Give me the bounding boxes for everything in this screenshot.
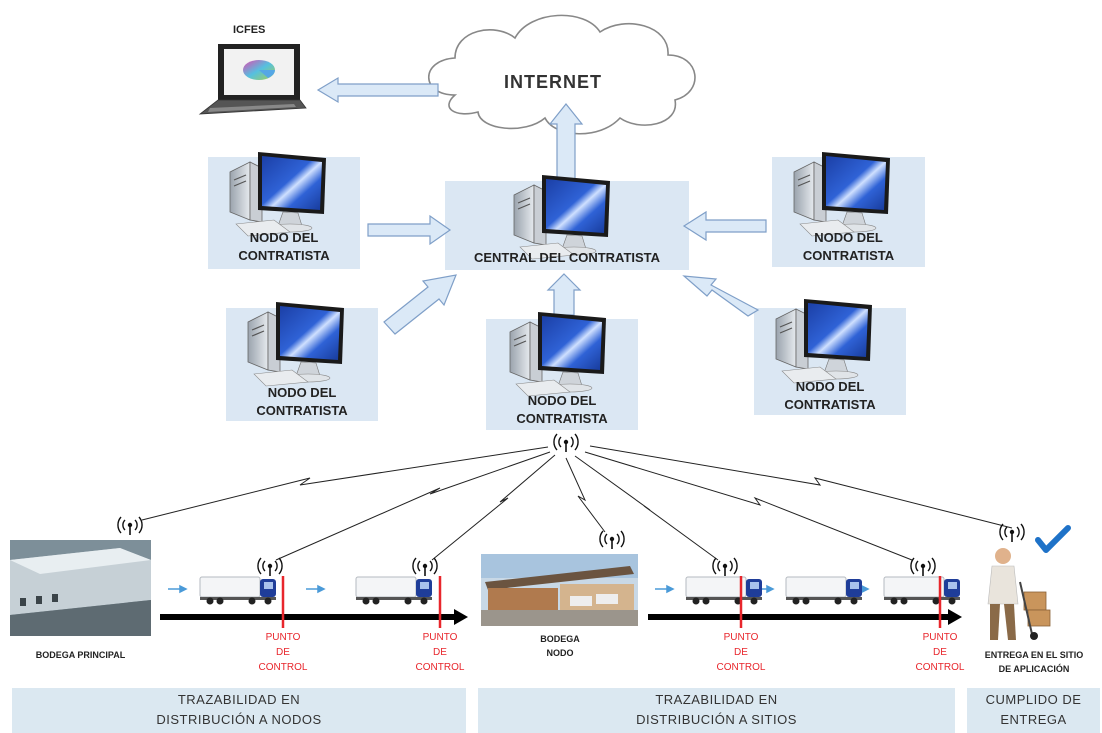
internet-label: INTERNET (504, 72, 602, 92)
timeline-bar-nodos (160, 609, 468, 625)
computer-icon (509, 311, 607, 397)
antenna-icon (712, 557, 738, 577)
computer-icon (247, 301, 345, 387)
node-label-bottom-right: NODO DEL CONTRATISTA (784, 379, 876, 412)
node-label-top-right: NODO DEL CONTRATISTA (802, 230, 895, 263)
antenna-icon (910, 557, 936, 577)
control-point-label: PUNTO DE CONTROL (415, 632, 465, 673)
truck-icon (785, 576, 863, 605)
truck-icon (883, 576, 961, 605)
control-point-label: PUNTO DE CONTROL (258, 632, 308, 673)
antenna-icon (599, 530, 625, 550)
antenna-icon (553, 433, 579, 453)
arrow-node-bc-to-central (546, 273, 582, 316)
computer-icon (775, 298, 873, 384)
band-cumplido-entrega: CUMPLIDO DE ENTREGA (967, 688, 1100, 733)
control-point-label: PUNTO DE CONTROL (716, 632, 766, 673)
arrow-node-tr-to-central (682, 210, 767, 242)
computer-icon (793, 151, 891, 237)
wireless-links (141, 445, 1013, 561)
computer-icon (513, 174, 611, 260)
node-label-bottom-center: NODO DEL CONTRATISTA (516, 393, 608, 426)
laptop-icon (198, 44, 307, 115)
bodega-nodo-label: BODEGA NODO (540, 634, 580, 658)
arrow-node-bl-to-central (383, 274, 457, 335)
timeline-bar-sitios (648, 609, 962, 625)
computer-icon (229, 151, 327, 237)
antenna-icon (117, 516, 143, 536)
arrow-node-tl-to-central (367, 214, 452, 246)
checkmark-icon (1035, 525, 1071, 553)
warehouse-nodo-icon (481, 554, 638, 626)
antenna-icon (412, 557, 438, 577)
band-distribucion-sitios: TRAZABILIDAD EN DISTRIBUCIÓN A SITIOS (478, 688, 955, 733)
band-distribucion-nodos: TRAZABILIDAD EN DISTRIBUCIÓN A NODOS (12, 688, 466, 733)
truck-icon (685, 576, 763, 605)
control-point-markers (281, 576, 942, 628)
delivery-person-icon (987, 548, 1051, 640)
central-label: CENTRAL DEL CONTRATISTA (473, 250, 661, 265)
node-label-top-left: NODO DEL CONTRATISTA (238, 230, 330, 263)
warehouse-principal-icon (10, 540, 151, 636)
truck-icon (355, 576, 433, 605)
antenna-icon (257, 557, 283, 577)
cloud-icon (428, 14, 696, 135)
truck-icon (199, 576, 277, 605)
antenna-icon (999, 523, 1025, 543)
arrow-node-br-to-central (682, 275, 760, 317)
icfes-label: ICFES (233, 24, 266, 36)
arrow-internet-to-icfes (316, 76, 439, 104)
entrega-label: ENTREGA EN EL SITIO DE APLICACIÓN (984, 650, 1084, 674)
control-point-label: PUNTO DE CONTROL (915, 632, 965, 673)
bodega-principal-label: BODEGA PRINCIPAL (35, 650, 126, 660)
node-label-bottom-left: NODO DEL CONTRATISTA (256, 385, 348, 418)
